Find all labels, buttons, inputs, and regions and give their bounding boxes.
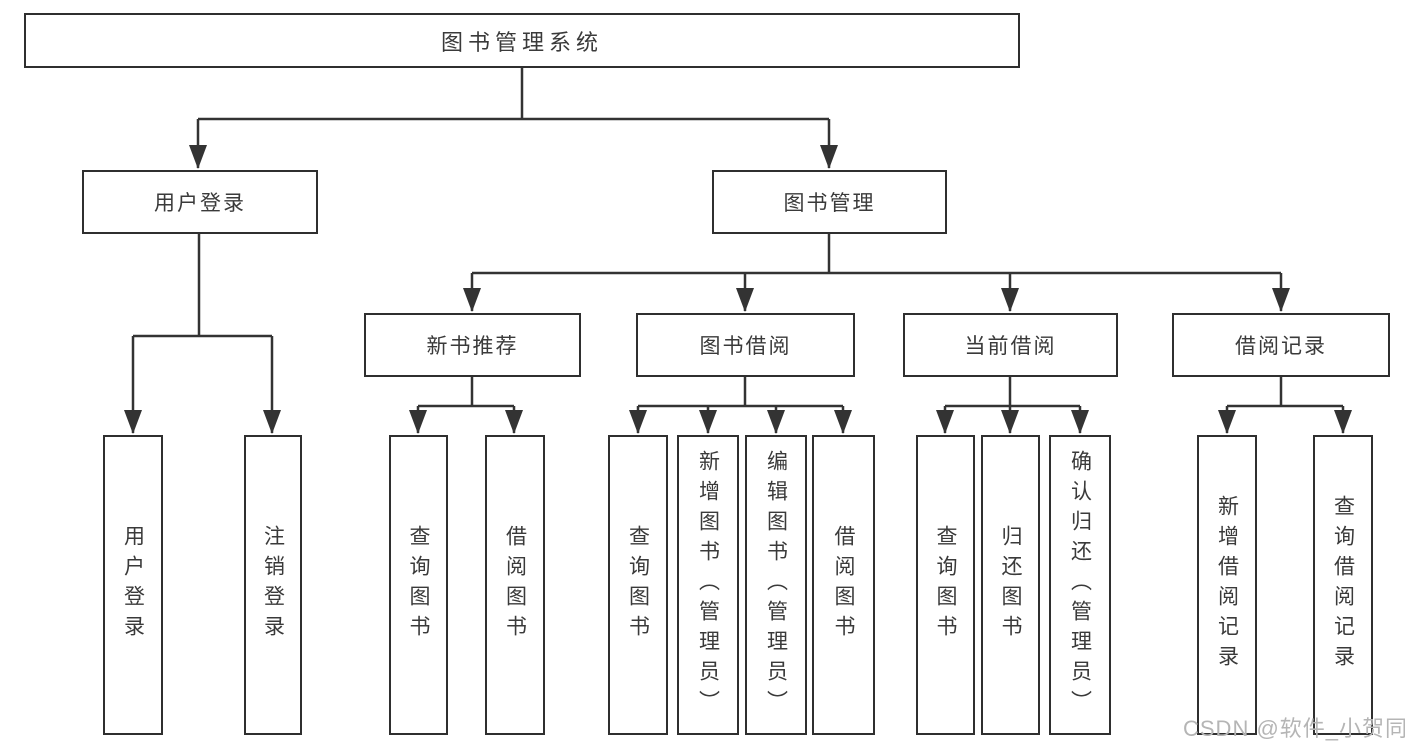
arrow-down-icon <box>1334 410 1352 434</box>
node-label: 用户登录 <box>154 192 246 215</box>
leaf-add-books-admin: 新增图书（管理员） <box>677 435 739 735</box>
csdn-watermark: CSDN @软件_小贺同学 <box>1183 716 1405 741</box>
leaf-user-login: 用户登录 <box>103 435 163 735</box>
node-label: 注销登录 <box>261 525 285 645</box>
node-label: 借阅图书 <box>832 525 855 645</box>
node-label: 新书推荐 <box>426 335 519 358</box>
node-label: 新增图书（管理员） <box>696 450 720 720</box>
leaf-query-books-recommend: 查询图书 <box>389 435 448 735</box>
node-label: 编辑图书（管理员） <box>764 450 788 720</box>
node-borrow-records: 借阅记录 <box>1172 313 1390 377</box>
node-label: 当前借阅 <box>964 335 1057 358</box>
leaf-confirm-return-admin: 确认归还（管理员） <box>1049 435 1111 735</box>
arrow-down-icon <box>1218 410 1236 434</box>
arrow-down-icon <box>936 410 954 434</box>
leaf-borrow-books-recommend: 借阅图书 <box>485 435 545 735</box>
leaf-query-books-borrow: 查询图书 <box>608 435 668 735</box>
node-label: 查询借阅记录 <box>1331 495 1355 675</box>
node-label: 图书借阅 <box>699 335 792 358</box>
arrowheads <box>124 145 1352 434</box>
node-label: 归还图书 <box>999 525 1022 645</box>
node-book-management: 图书管理 <box>712 170 947 234</box>
node-label: 借阅图书 <box>503 525 527 645</box>
arrow-down-icon <box>736 288 754 312</box>
leaf-edit-books-admin: 编辑图书（管理员） <box>745 435 807 735</box>
connector-bookborrow-children <box>636 377 845 433</box>
connector-strokes <box>131 68 1345 433</box>
node-user-login: 用户登录 <box>82 170 318 234</box>
arrow-down-icon <box>189 145 207 169</box>
arrow-down-icon <box>124 410 142 434</box>
node-label: 确认归还（管理员） <box>1068 450 1092 720</box>
connector-root-to-level2 <box>196 68 831 168</box>
arrow-down-icon <box>409 410 427 434</box>
node-label: 借阅记录 <box>1235 335 1327 358</box>
node-new-book-recommend: 新书推荐 <box>364 313 581 377</box>
node-current-borrow: 当前借阅 <box>903 313 1118 377</box>
arrow-down-icon <box>505 410 523 434</box>
node-label: 图书管理系统 <box>440 29 603 55</box>
connector-userlogin-children <box>131 234 274 433</box>
node-library-system: 图书管理系统 <box>24 13 1020 68</box>
arrow-down-icon <box>1272 288 1290 312</box>
node-label: 查询图书 <box>626 525 650 645</box>
arrow-down-icon <box>834 410 852 434</box>
connector-records-children <box>1225 377 1345 433</box>
arrow-down-icon <box>1001 410 1019 434</box>
node-book-borrow: 图书借阅 <box>636 313 855 377</box>
arrow-down-icon <box>629 410 647 434</box>
connector-newbook-children <box>416 377 516 433</box>
arrow-down-icon <box>1071 410 1089 434</box>
arrow-down-icon <box>263 410 281 434</box>
node-label: 查询图书 <box>934 525 957 645</box>
arrow-down-icon <box>767 410 785 434</box>
connector-bookmgmt-to-level3 <box>470 234 1283 311</box>
leaf-add-borrow-record: 新增借阅记录 <box>1197 435 1257 735</box>
leaf-borrow-books: 借阅图书 <box>812 435 875 735</box>
leaf-query-books-current: 查询图书 <box>916 435 975 735</box>
node-label: 图书管理 <box>783 192 876 215</box>
arrow-down-icon <box>463 288 481 312</box>
arrow-down-icon <box>820 145 838 169</box>
node-label: 用户登录 <box>121 525 145 645</box>
arrow-down-icon <box>1001 288 1019 312</box>
leaf-query-borrow-record: 查询借阅记录 <box>1313 435 1373 735</box>
node-label: 新增借阅记录 <box>1215 495 1239 675</box>
arrow-down-icon <box>699 410 717 434</box>
node-label: 查询图书 <box>407 525 430 645</box>
leaf-logout: 注销登录 <box>244 435 302 735</box>
leaf-return-books: 归还图书 <box>981 435 1040 735</box>
